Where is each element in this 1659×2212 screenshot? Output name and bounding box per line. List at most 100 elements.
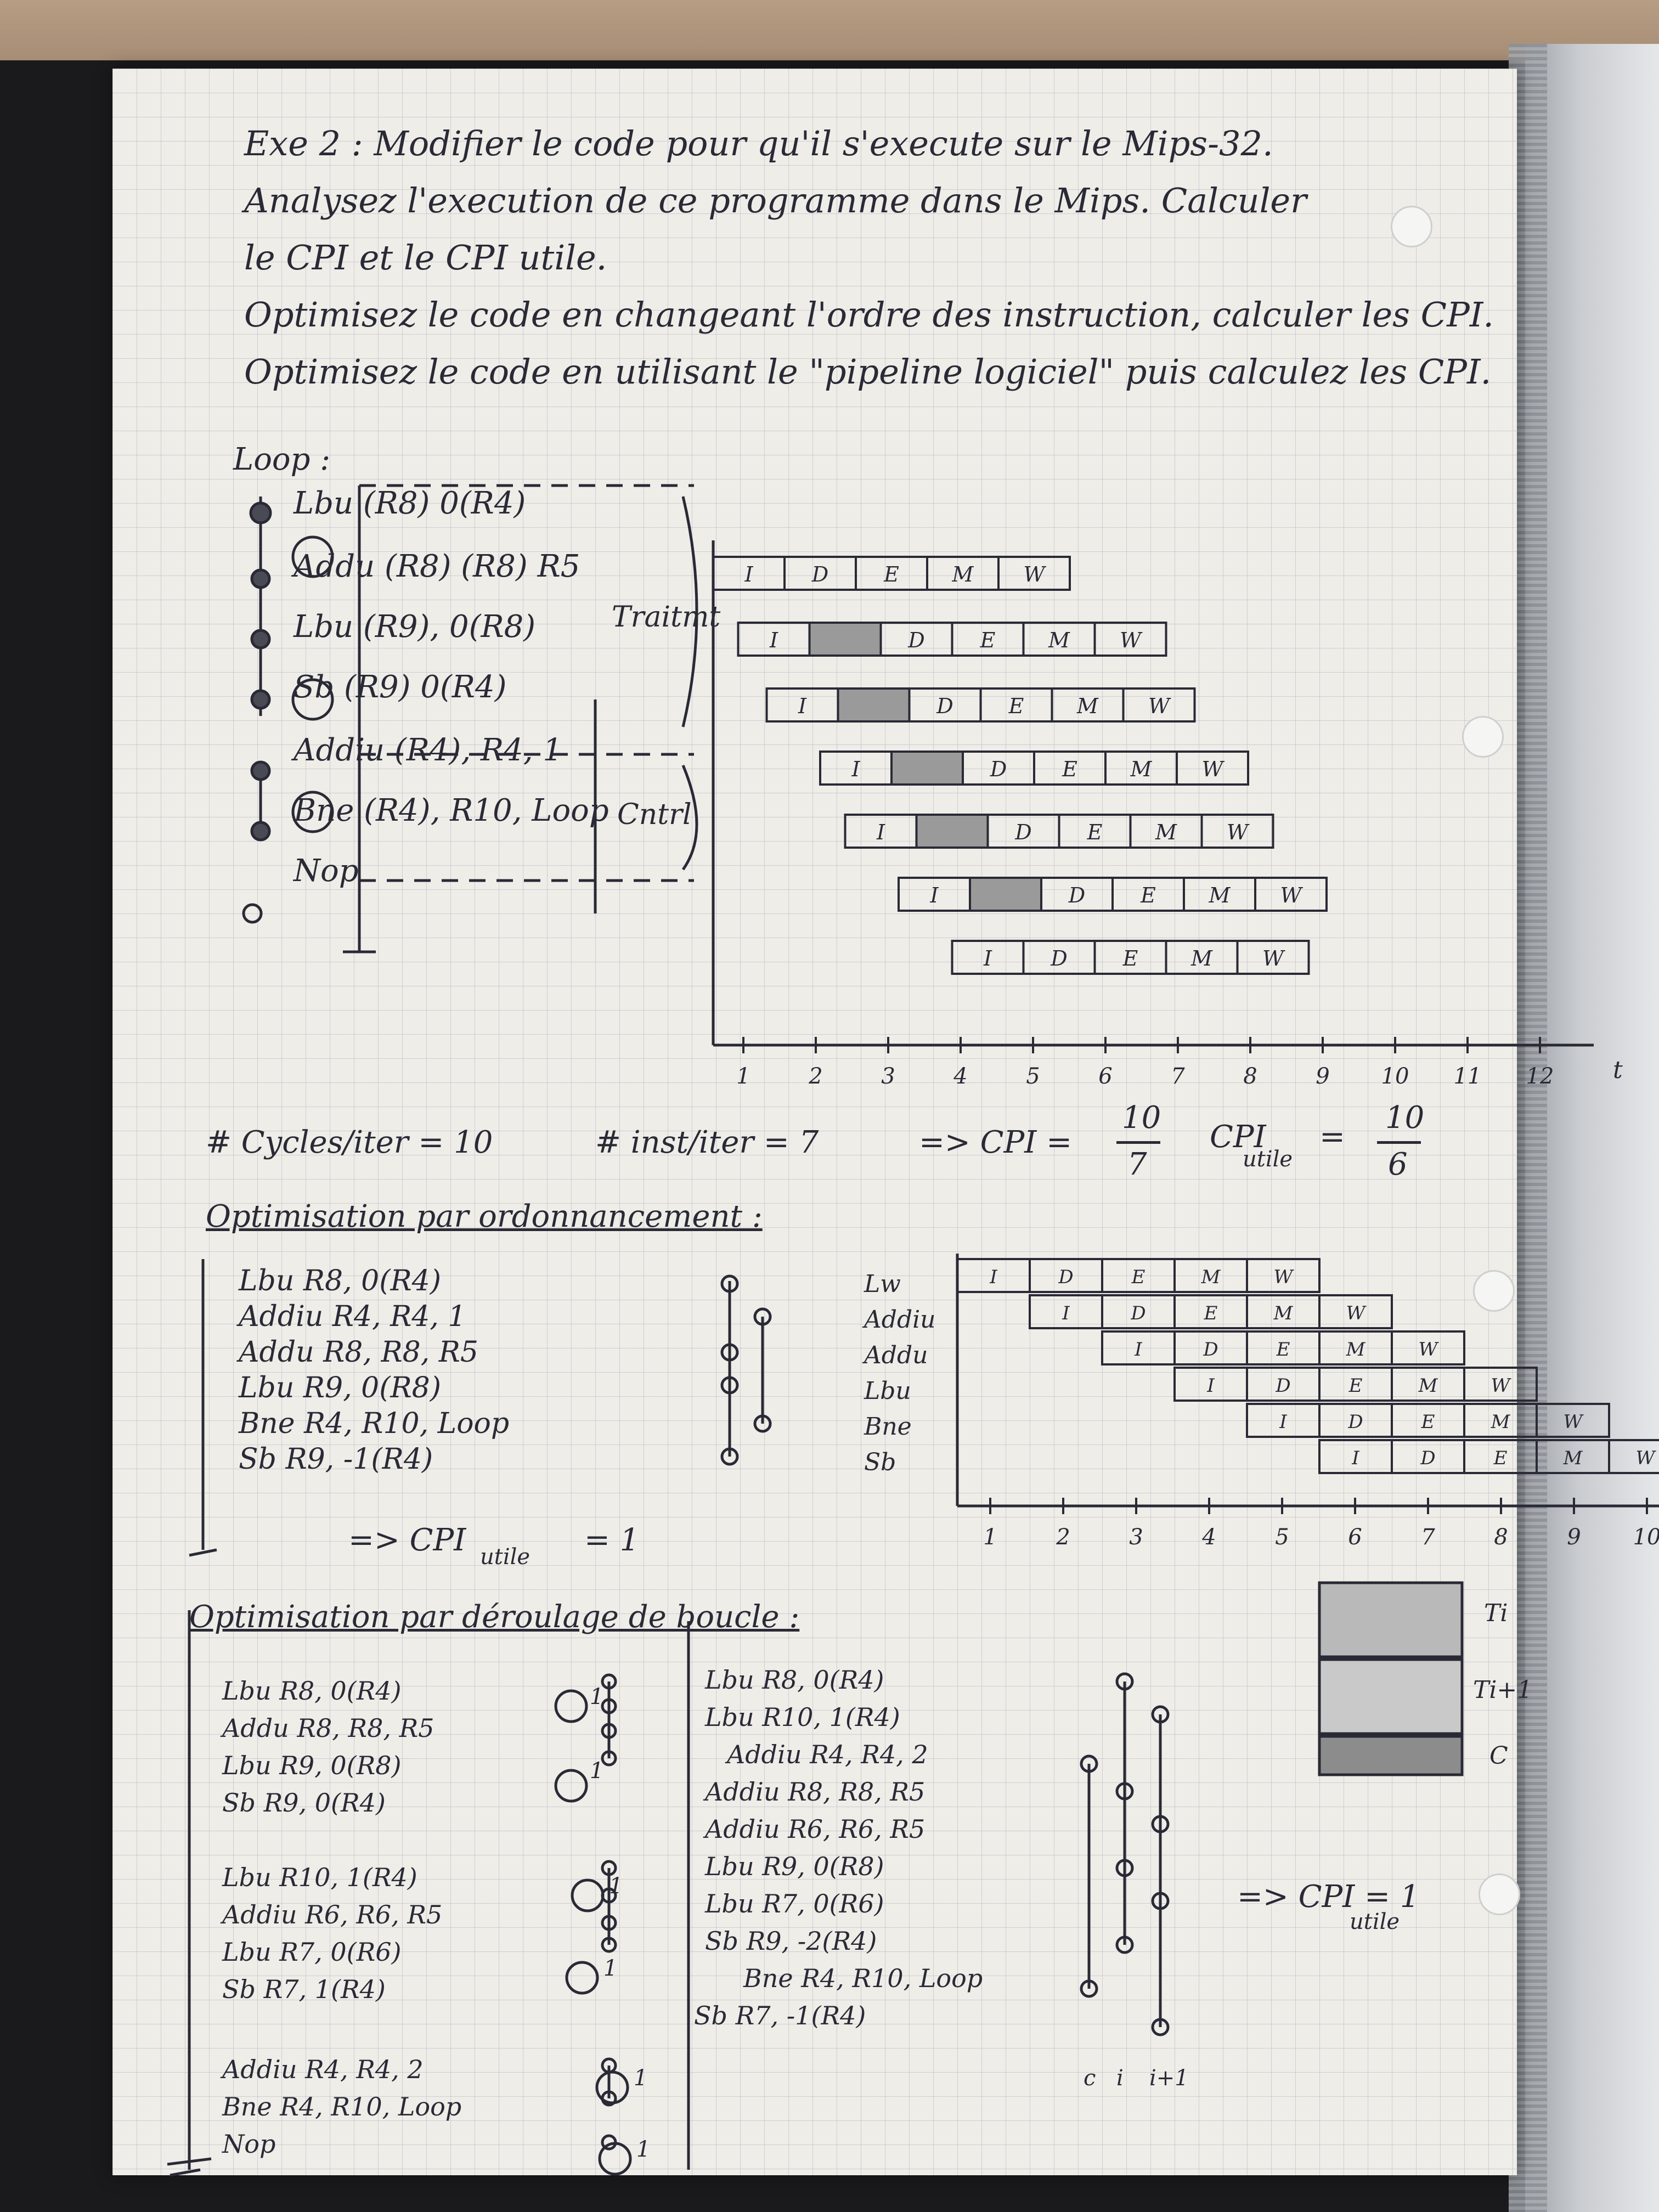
- pipeline-stage-label: W: [1274, 1266, 1295, 1288]
- punch-hole: [1462, 716, 1504, 758]
- pipeline-stage-label: W: [1201, 757, 1224, 781]
- fraction-bar: [1377, 1141, 1421, 1144]
- pipeline-stage-label: W: [1564, 1411, 1584, 1433]
- annotation-controle: Cntrl: [617, 798, 692, 831]
- instruction: Addu (R8) (R8) R5: [294, 549, 580, 584]
- ordonnancement-result-sub: utile: [480, 1544, 531, 1570]
- pipeline-stage-label: W: [1262, 946, 1285, 970]
- loop-markers: [242, 484, 698, 953]
- pipeline-stage-label: E: [1122, 946, 1138, 970]
- pipeline-stage-label: I: [876, 820, 885, 844]
- exercise-line: Exe 2 : Modifier le code pour qu'il s'ex…: [244, 123, 1273, 163]
- pipeline-stage-label: D: [1058, 1266, 1073, 1288]
- pipeline-stage-label: W: [1023, 562, 1046, 586]
- cpi-utile-numerator: 10: [1385, 1100, 1425, 1136]
- pipeline-stage-label: E: [1087, 820, 1103, 844]
- instruction: Addu R8, R8, R5: [239, 1336, 478, 1369]
- pipeline-stage-label: M: [1273, 1302, 1294, 1324]
- pipeline-cell: [1318, 1294, 1393, 1329]
- cpi-numerator: 10: [1122, 1100, 1161, 1136]
- pipeline-stage-label: E: [1140, 883, 1156, 907]
- exercise-line: Optimisez le code en changeant l'ordre d…: [244, 295, 1494, 335]
- axis-tick-label: 3: [881, 1064, 895, 1089]
- axis-tick-label: 8: [1494, 1525, 1508, 1550]
- pipeline-stage-label: I: [1351, 1447, 1359, 1469]
- instruction: Addiu (R4), R4, 1: [294, 732, 563, 768]
- instruction: Lbu R9, 0(R8): [705, 1852, 884, 1881]
- pipeline-stage-label: W: [1280, 883, 1303, 907]
- pipeline-stage-label: I: [1134, 1339, 1142, 1361]
- pipeline-stage-label: D: [907, 628, 924, 652]
- badge: 1: [634, 2066, 648, 2091]
- row-label: Lw: [864, 1270, 901, 1298]
- pipeline-stage-label: D: [1275, 1375, 1290, 1397]
- axis-tick-label: 12: [1526, 1064, 1554, 1089]
- badge: 1: [590, 1758, 604, 1784]
- pipeline-stage-label: D: [1130, 1302, 1146, 1324]
- pipeline-stage-label: M: [1048, 628, 1070, 652]
- instruction: Bne R4, R10, Loop: [222, 2092, 462, 2121]
- pipeline-cell: [1246, 1258, 1321, 1293]
- pipeline-stage-label: E: [1493, 1447, 1508, 1469]
- instruction: Lbu R7, 0(R6): [705, 1889, 884, 1918]
- pipeline-stage-label: W: [1419, 1339, 1440, 1361]
- section-title-deroulage: Optimisation par déroulage de boucle :: [189, 1599, 800, 1635]
- deroulage-result-sub: utile: [1350, 1909, 1400, 1934]
- instruction: Lbu R8, 0(R4): [222, 1676, 402, 1706]
- pipeline-cell: [837, 687, 911, 723]
- pipeline-stage-label: D: [1068, 883, 1085, 907]
- pipeline-cell: [1236, 940, 1310, 975]
- pipeline-stage-label: E: [1421, 1411, 1435, 1433]
- pipeline-stage-label: E: [1008, 694, 1024, 718]
- instruction: Bne R4, R10, Loop: [743, 1963, 983, 1993]
- section-title-ordonnancement: Optimisation par ordonnancement :: [206, 1199, 763, 1234]
- pipeline-stage-label: M: [1201, 1266, 1221, 1288]
- pipeline-stage-label: D: [1347, 1411, 1363, 1433]
- pipeline-cell: [1093, 622, 1167, 657]
- pipeline-stage-label: W: [1346, 1302, 1367, 1324]
- axis-tick-label: 11: [1454, 1064, 1482, 1089]
- annotation-traitement: Traitmt: [612, 601, 721, 634]
- pipeline-stage-label: D: [1420, 1447, 1435, 1469]
- punch-hole: [1479, 1874, 1520, 1915]
- pipeline-cell: [1200, 814, 1274, 849]
- legend-label: Ti: [1484, 1599, 1508, 1627]
- instruction: Sb R7, -1(R4): [694, 2001, 866, 2030]
- badge: 1: [603, 1956, 618, 1981]
- pipeline-cell: [969, 877, 1042, 912]
- cpi-utile-eq: =: [1319, 1119, 1345, 1155]
- row-label: Sb: [864, 1448, 896, 1476]
- instruction: Lbu (R9), 0(R8): [294, 609, 536, 645]
- row-label: Addu: [864, 1341, 928, 1369]
- punch-hole: [1391, 206, 1432, 247]
- axis-tick-label: 4: [953, 1064, 967, 1089]
- axis-tick-label: 10: [1633, 1525, 1659, 1550]
- column-label: i: [1116, 2066, 1124, 2091]
- pipeline-stage-label: I: [1279, 1411, 1287, 1433]
- axis-label: t: [1613, 1056, 1623, 1084]
- pipeline-cell: [1463, 1367, 1538, 1402]
- pipeline-stage-label: I: [929, 883, 939, 907]
- pipeline-stage-label: I: [798, 694, 807, 718]
- pipeline-stage-label: W: [1491, 1375, 1512, 1397]
- cpi-utile-sub: utile: [1243, 1147, 1293, 1172]
- pipeline-stage-label: E: [883, 562, 899, 586]
- pipeline-stage-label: D: [1050, 946, 1067, 970]
- instruction: Lbu (R8) 0(R4): [294, 486, 526, 521]
- cpi-denominator: 7: [1127, 1147, 1147, 1182]
- metric-cpi-prefix: => CPI =: [919, 1125, 1073, 1160]
- ordonnancement-markers: [189, 1259, 772, 1557]
- pipeline-stage-label: E: [1276, 1339, 1290, 1361]
- column-label: c: [1084, 2066, 1096, 2091]
- axis-tick-label: 5: [1026, 1064, 1040, 1089]
- exercise-statement: Exe 2 : Modifier le code pour qu'il s'ex…: [244, 123, 1494, 409]
- instruction: Lbu R8, 0(R4): [705, 1665, 884, 1695]
- exercise-line: Analysez l'execution de ce programme dan…: [244, 180, 1307, 221]
- pipeline-stage-label: W: [1636, 1447, 1657, 1469]
- pipeline-stage-label: D: [1014, 820, 1031, 844]
- pipeline-stage-label: I: [989, 1266, 997, 1288]
- instruction: Addiu R6, R6, R5: [222, 1900, 443, 1929]
- pipeline-stage-label: D: [1203, 1339, 1218, 1361]
- ordonnancement-result-value: = 1: [584, 1522, 640, 1558]
